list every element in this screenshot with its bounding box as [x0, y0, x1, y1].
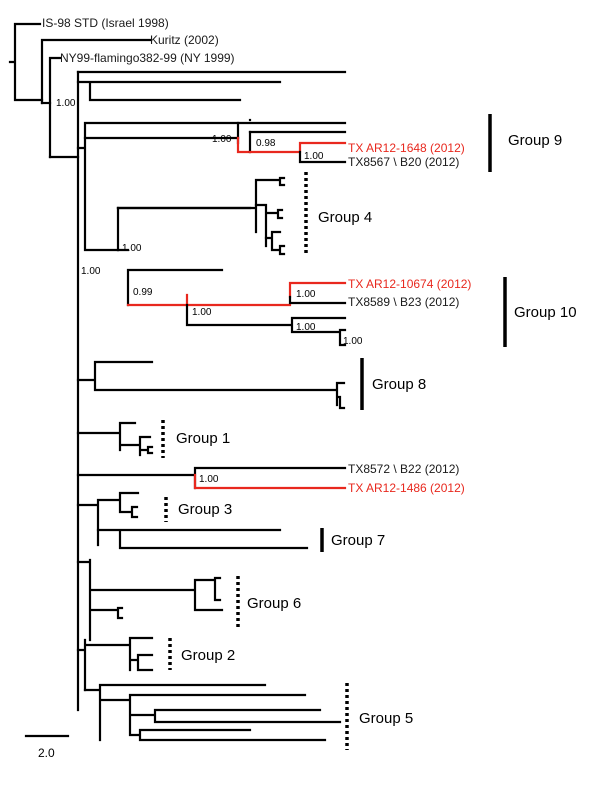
- group-10-label: Group 10: [514, 304, 577, 321]
- group-bars: [161, 114, 507, 750]
- support-g10-pair: 1.00: [296, 289, 316, 300]
- support-g10-sub: 1.00: [296, 322, 316, 333]
- group-9-label: Group 9: [508, 132, 562, 149]
- scale-bar: 2.0: [24, 734, 70, 760]
- group-labels: Group 9 Group 4 Group 10 Group 8 Group 1…: [176, 132, 577, 727]
- scale-bar-label: 2.0: [38, 746, 55, 760]
- taxon-tx1648: TX AR12-1648 (2012): [348, 141, 465, 155]
- group-3-label: Group 3: [178, 501, 232, 518]
- group-8-label: Group 8: [372, 376, 426, 393]
- taxon-tx1486: TX AR12-1486 (2012): [348, 481, 465, 495]
- taxon-kuritz: Kuritz (2002): [150, 33, 219, 47]
- support-root: 1.00: [56, 98, 76, 109]
- group-5-label: Group 5: [359, 710, 413, 727]
- support-g9-inner: 0.98: [256, 138, 276, 149]
- support-b22-pair: 1.00: [199, 474, 219, 485]
- tree-branches: [8, 22, 347, 742]
- taxon-tx8567: TX8567 \ B20 (2012): [348, 155, 459, 169]
- taxon-is98: IS-98 STD (Israel 1998): [42, 16, 169, 30]
- taxon-tx10674: TX AR12-10674 (2012): [348, 277, 471, 291]
- support-g9-pair: 1.00: [304, 151, 324, 162]
- taxon-tx8572: TX8572 \ B22 (2012): [348, 462, 459, 476]
- taxon-labels: IS-98 STD (Israel 1998) Kuritz (2002) NY…: [42, 16, 471, 495]
- group-7-label: Group 7: [331, 532, 385, 549]
- group-6-label: Group 6: [247, 595, 301, 612]
- group-1-label: Group 1: [176, 430, 230, 447]
- taxon-tx8589: TX8589 \ B23 (2012): [348, 295, 459, 309]
- support-g10-outer: 0.99: [133, 287, 153, 298]
- support-g10-tip: 1.00: [343, 336, 363, 347]
- support-g10-mid: 1.00: [192, 307, 212, 318]
- group-2-label: Group 2: [181, 647, 235, 664]
- support-main: 1.00: [81, 266, 101, 277]
- support-g9-outer: 1.00: [212, 134, 232, 145]
- taxon-ny99: NY99-flamingo382-99 (NY 1999): [60, 51, 235, 65]
- support-clade-4-10: 1.00: [122, 243, 142, 254]
- group-4-label: Group 4: [318, 209, 372, 226]
- support-values: 1.00 1.00 1.00 1.00 0.98 1.00 0.99 1.00 …: [56, 98, 363, 485]
